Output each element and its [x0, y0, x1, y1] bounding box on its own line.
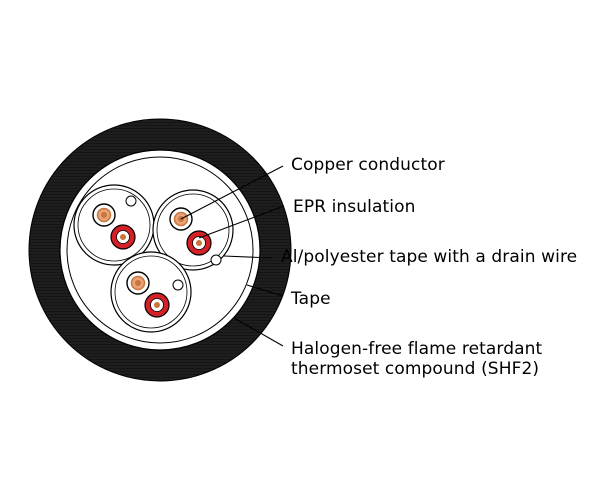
label-al-polyester-tape: Al/polyester tape with a drain wire [281, 247, 578, 267]
label-copper-conductor: Copper conductor [291, 155, 445, 175]
leader-al [223, 255, 273, 259]
leader-lines [180, 165, 285, 347]
label-sheath-line1: Halogen-free flame retardant [291, 339, 543, 359]
leader-sheath [233, 317, 284, 347]
label-epr-insulation: EPR insulation [293, 197, 416, 217]
leader-epr [198, 205, 285, 239]
leader-tape [246, 284, 284, 297]
pair-group-1 [73, 184, 155, 266]
label-sheath: Halogen-free flame retardant thermoset c… [291, 339, 542, 379]
tape-layer [66, 156, 254, 344]
label-sheath-line2: thermoset compound (SHF2) [291, 359, 540, 379]
leader-copper [180, 165, 284, 220]
pair-group-2 [152, 189, 234, 271]
label-tape: Tape [291, 289, 331, 309]
pair-group-3 [110, 251, 192, 333]
